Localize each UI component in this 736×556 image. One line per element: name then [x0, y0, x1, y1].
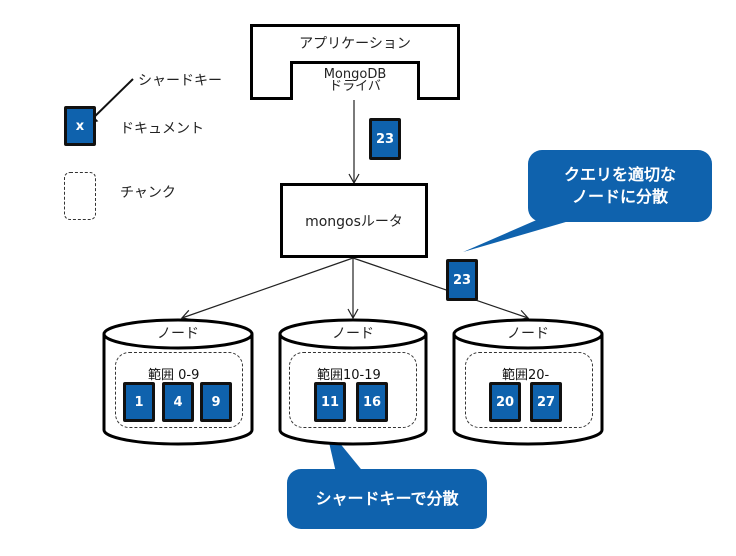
legend-chunk-label: チャンク	[120, 185, 176, 201]
node-3-label: ノード	[507, 326, 549, 342]
node-2-range: 範囲10-19	[317, 368, 381, 383]
node-2-chunk	[289, 352, 417, 428]
mongos-router-box: mongosルータ	[280, 183, 428, 258]
router-to-node1-arrow	[180, 257, 354, 321]
node-1-document: 4	[162, 382, 194, 422]
callout-distribute-query-line1: クエリを適切な	[563, 165, 676, 184]
legend-document-label: ドキュメント	[120, 121, 204, 137]
legend-chunk-icon	[64, 172, 96, 220]
legend-document-icon: x	[64, 106, 96, 146]
driver-label-line2: ドライバ	[329, 79, 381, 94]
callout-shard-key-distribute: シャードキーで分散	[287, 469, 487, 529]
driver-label-line1: MongoDB	[323, 67, 387, 82]
node-3-chunk	[465, 352, 593, 428]
query-document-23-lower: 23	[446, 259, 478, 301]
node-1-label: ノード	[157, 326, 199, 342]
legend-shard-key-label: シャードキー	[138, 73, 222, 89]
node-2-label: ノード	[332, 326, 374, 342]
node-3-document: 27	[530, 382, 562, 422]
node-2-document: 16	[356, 382, 388, 422]
node-3-document: 20	[489, 382, 521, 422]
query-document-23-upper: 23	[369, 118, 401, 160]
router-to-node3-arrow	[352, 257, 530, 321]
application-title: アプリケーション	[299, 36, 411, 52]
node-1-chunk	[115, 352, 243, 428]
node-1-range: 範囲 0-9	[148, 368, 200, 383]
router-label: mongosルータ	[305, 214, 403, 230]
mongodb-driver-box: MongoDB ドライバ	[290, 61, 420, 100]
node-2-document: 11	[314, 382, 346, 422]
callout-distribute-query-line2: ノードに分散	[571, 187, 668, 206]
node-1-document: 9	[200, 382, 232, 422]
callout-tail-query	[463, 212, 600, 252]
node-1-document: 1	[123, 382, 155, 422]
node-3-range: 範囲20-	[502, 368, 550, 383]
callout-distribute-query: クエリを適切な ノードに分散	[528, 150, 712, 222]
